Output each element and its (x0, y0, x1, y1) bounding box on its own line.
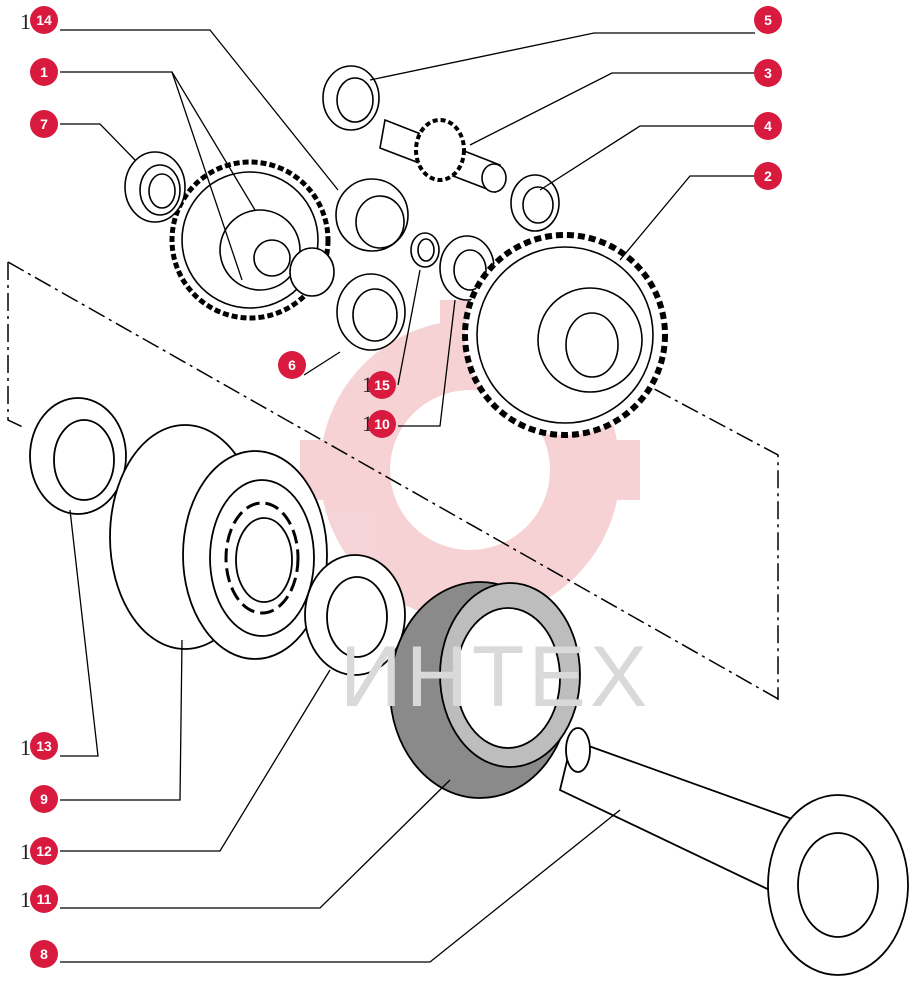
callout-1[interactable]: 1 (30, 58, 58, 86)
bearing-4 (510, 174, 560, 232)
seal-11 (389, 581, 581, 799)
callout-12[interactable]: 12 (30, 837, 58, 865)
assembly-axis-lines (7, 261, 781, 701)
callout-2[interactable]: 2 (754, 162, 782, 190)
ring-12 (304, 554, 406, 676)
callout-7[interactable]: 7 (30, 110, 58, 138)
callout-13[interactable]: 13 (30, 732, 58, 760)
lead-glyph-14: 1 (20, 9, 31, 34)
roller-bearing-9 (109, 424, 328, 660)
callout-9[interactable]: 9 (30, 785, 58, 813)
cluster-gear (169, 159, 335, 321)
lead-glyph-10: 1 (362, 413, 373, 435)
callout-8[interactable]: 8 (30, 940, 58, 968)
callout-4[interactable]: 4 (754, 112, 782, 140)
flange-shaft-8 (558, 727, 909, 976)
callout-5[interactable]: 5 (754, 6, 782, 34)
lead-glyph-15: 1 (362, 374, 373, 396)
lead-glyph-13: 1 (20, 735, 31, 760)
callout-11[interactable]: 11 (30, 885, 58, 913)
bearing-5 (322, 65, 380, 131)
leader-lines (60, 29, 755, 963)
callout-14[interactable]: 14 (30, 6, 58, 34)
lead-glyph-11: 1 (20, 887, 31, 912)
watermark-text: ИНТЕХ (340, 629, 652, 725)
callout-3[interactable]: 3 (754, 59, 782, 87)
bearing-6 (336, 273, 406, 351)
circlip-15 (410, 232, 440, 268)
callout-10[interactable]: 10 (368, 410, 396, 438)
large-gear-2 (462, 232, 668, 438)
bearing-7 (124, 151, 186, 223)
callout-6[interactable]: 6 (278, 351, 306, 379)
washer-13 (29, 397, 127, 515)
sleeve-14 (335, 178, 409, 252)
pinion-shaft-3 (379, 118, 507, 194)
lead-glyph-12: 1 (20, 839, 31, 864)
callout-15[interactable]: 15 (368, 371, 396, 399)
